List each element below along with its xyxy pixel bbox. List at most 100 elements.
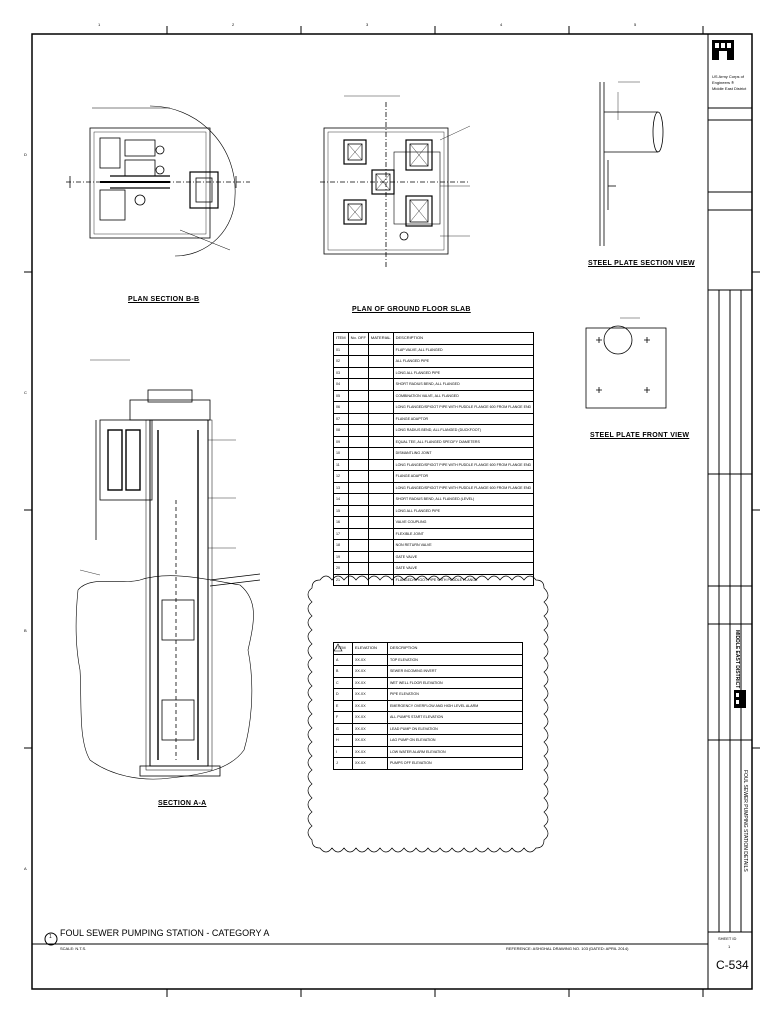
project-title-vertical: FOUL SEWER PUMPING STATION DETAILS	[742, 770, 748, 872]
col-elevation: ELEVATION	[352, 642, 388, 655]
col-item: ITEM	[333, 332, 349, 345]
elevation-table-header: ITEM ELEVATION DESCRIPTION	[333, 642, 523, 655]
elevation-table-cell: D	[333, 688, 353, 701]
items-table-row: 14 SHORT RADIUS BEND, ALL FLANGED (LEVEL)	[333, 493, 535, 506]
items-table-cell	[367, 447, 394, 460]
sheet-id-label: SHEET ID	[718, 936, 737, 941]
items-table-cell: 06	[333, 401, 349, 414]
items-table-cell	[367, 562, 394, 575]
items-table-cell	[347, 573, 369, 586]
items-table-cell	[347, 412, 369, 425]
elevation-table-cell: XX.XX	[352, 699, 388, 712]
plan-section-drawing	[66, 105, 250, 257]
items-table-cell: 11	[333, 458, 349, 471]
items-table-cell: 10	[333, 447, 349, 460]
items-table-cell	[347, 458, 369, 471]
items-table-cell	[367, 343, 394, 356]
items-table-cell: 02	[333, 355, 349, 368]
items-table-cell: 21	[333, 573, 349, 586]
items-table-cell	[347, 527, 369, 540]
items-table-cell: 05	[333, 389, 349, 402]
items-table-cell: SHORT RADIUS BEND, ALL FLANGED	[392, 378, 535, 391]
items-table-cell: LONG FLANGED/SPIGOT PIPE WITH PUDDLE FLA…	[392, 401, 535, 414]
items-table-cell	[347, 378, 369, 391]
elevation-table-cell: WET WELL FLOOR ELEVATION	[387, 676, 523, 689]
elevation-table-cell: XX.XX	[352, 665, 388, 678]
grid-row-c: C	[24, 390, 27, 395]
elevation-table-cell: C	[333, 676, 353, 689]
items-table-cell: 09	[333, 435, 349, 448]
items-table-cell	[347, 504, 369, 517]
elevation-table-cell: XX.XX	[352, 711, 388, 724]
items-table-cell	[347, 516, 369, 529]
elevation-table-cell: XX.XX	[352, 757, 388, 770]
items-table-cell: 12	[333, 470, 349, 483]
scale-note: SCALE: N.T.S.	[60, 946, 87, 951]
items-table-cell	[347, 401, 369, 414]
elevation-table-cell: ALL PUMPS START ELEVATION	[387, 711, 523, 724]
sheet-number: 1	[728, 944, 731, 949]
items-table-cell	[367, 527, 394, 540]
elevation-table-cell: E	[333, 699, 353, 712]
elevation-table-cell: LEAD PUMP ON ELEVATION	[387, 722, 523, 735]
steel-front-title: STEEL PLATE FRONT VIEW	[590, 432, 690, 439]
items-table-cell	[367, 516, 394, 529]
grid-col-5: 5	[634, 22, 637, 27]
elevation-table-cell: XX.XX	[352, 734, 388, 747]
items-table-cell: VALVE COUPLING	[392, 516, 535, 529]
elevation-table-cell: H	[333, 734, 353, 747]
drawing-title: FOUL SEWER PUMPING STATION - CATEGORY A	[60, 928, 270, 938]
steel-plate-section-drawing	[599, 81, 664, 246]
items-table-cell: LONG ALL FLANGED PIPE	[392, 504, 535, 517]
items-table-cell	[367, 435, 394, 448]
elevation-table-cell: LAG PUMP ON ELEVATION	[387, 734, 523, 747]
elevation-table-cell: EMERGENCY OVERFLOW AND HIGH LEVEL ALARM	[387, 699, 523, 712]
col-elev-item: ITEM	[333, 642, 353, 655]
items-table-cell: 01	[333, 343, 349, 356]
items-table-cell: SHORT RADIUS BEND, ALL FLANGED (LEVEL)	[392, 493, 535, 506]
col-no-off: No. OFF	[347, 332, 369, 345]
org-line-1: US Army Corps of	[712, 74, 745, 79]
items-table-cell: 14	[333, 493, 349, 506]
items-table-cell	[367, 355, 394, 368]
items-table-cell	[367, 539, 394, 552]
items-table-row: 04 SHORT RADIUS BEND, ALL FLANGED	[333, 378, 535, 391]
items-table-cell	[347, 550, 369, 563]
elevation-table-cell: G	[333, 722, 353, 735]
col-description: DESCRIPTION	[392, 332, 535, 345]
items-table-header: ITEM No. OFF MATERIAL DESCRIPTION	[333, 332, 535, 345]
elevation-table-cell: B	[333, 665, 353, 678]
items-table-cell: LONG RADIUS BEND, ALL FLANGED (DUCKFOOT)	[392, 424, 535, 437]
items-table-cell: 20	[333, 562, 349, 575]
col-material: MATERIAL	[367, 332, 394, 345]
detail-number: 1	[49, 934, 52, 940]
items-table-cell: 07	[333, 412, 349, 425]
items-table-cell	[367, 401, 394, 414]
items-table-cell: FLANGED/SPIGOT PIPE WITH PUDDLE FLANGE	[392, 573, 535, 586]
items-table-cell: 08	[333, 424, 349, 437]
elevation-table-cell: F	[333, 711, 353, 724]
usace-logo	[712, 40, 734, 60]
items-table-cell	[367, 470, 394, 483]
items-table-cell: 04	[333, 378, 349, 391]
elevation-table-cell: XX.XX	[352, 676, 388, 689]
